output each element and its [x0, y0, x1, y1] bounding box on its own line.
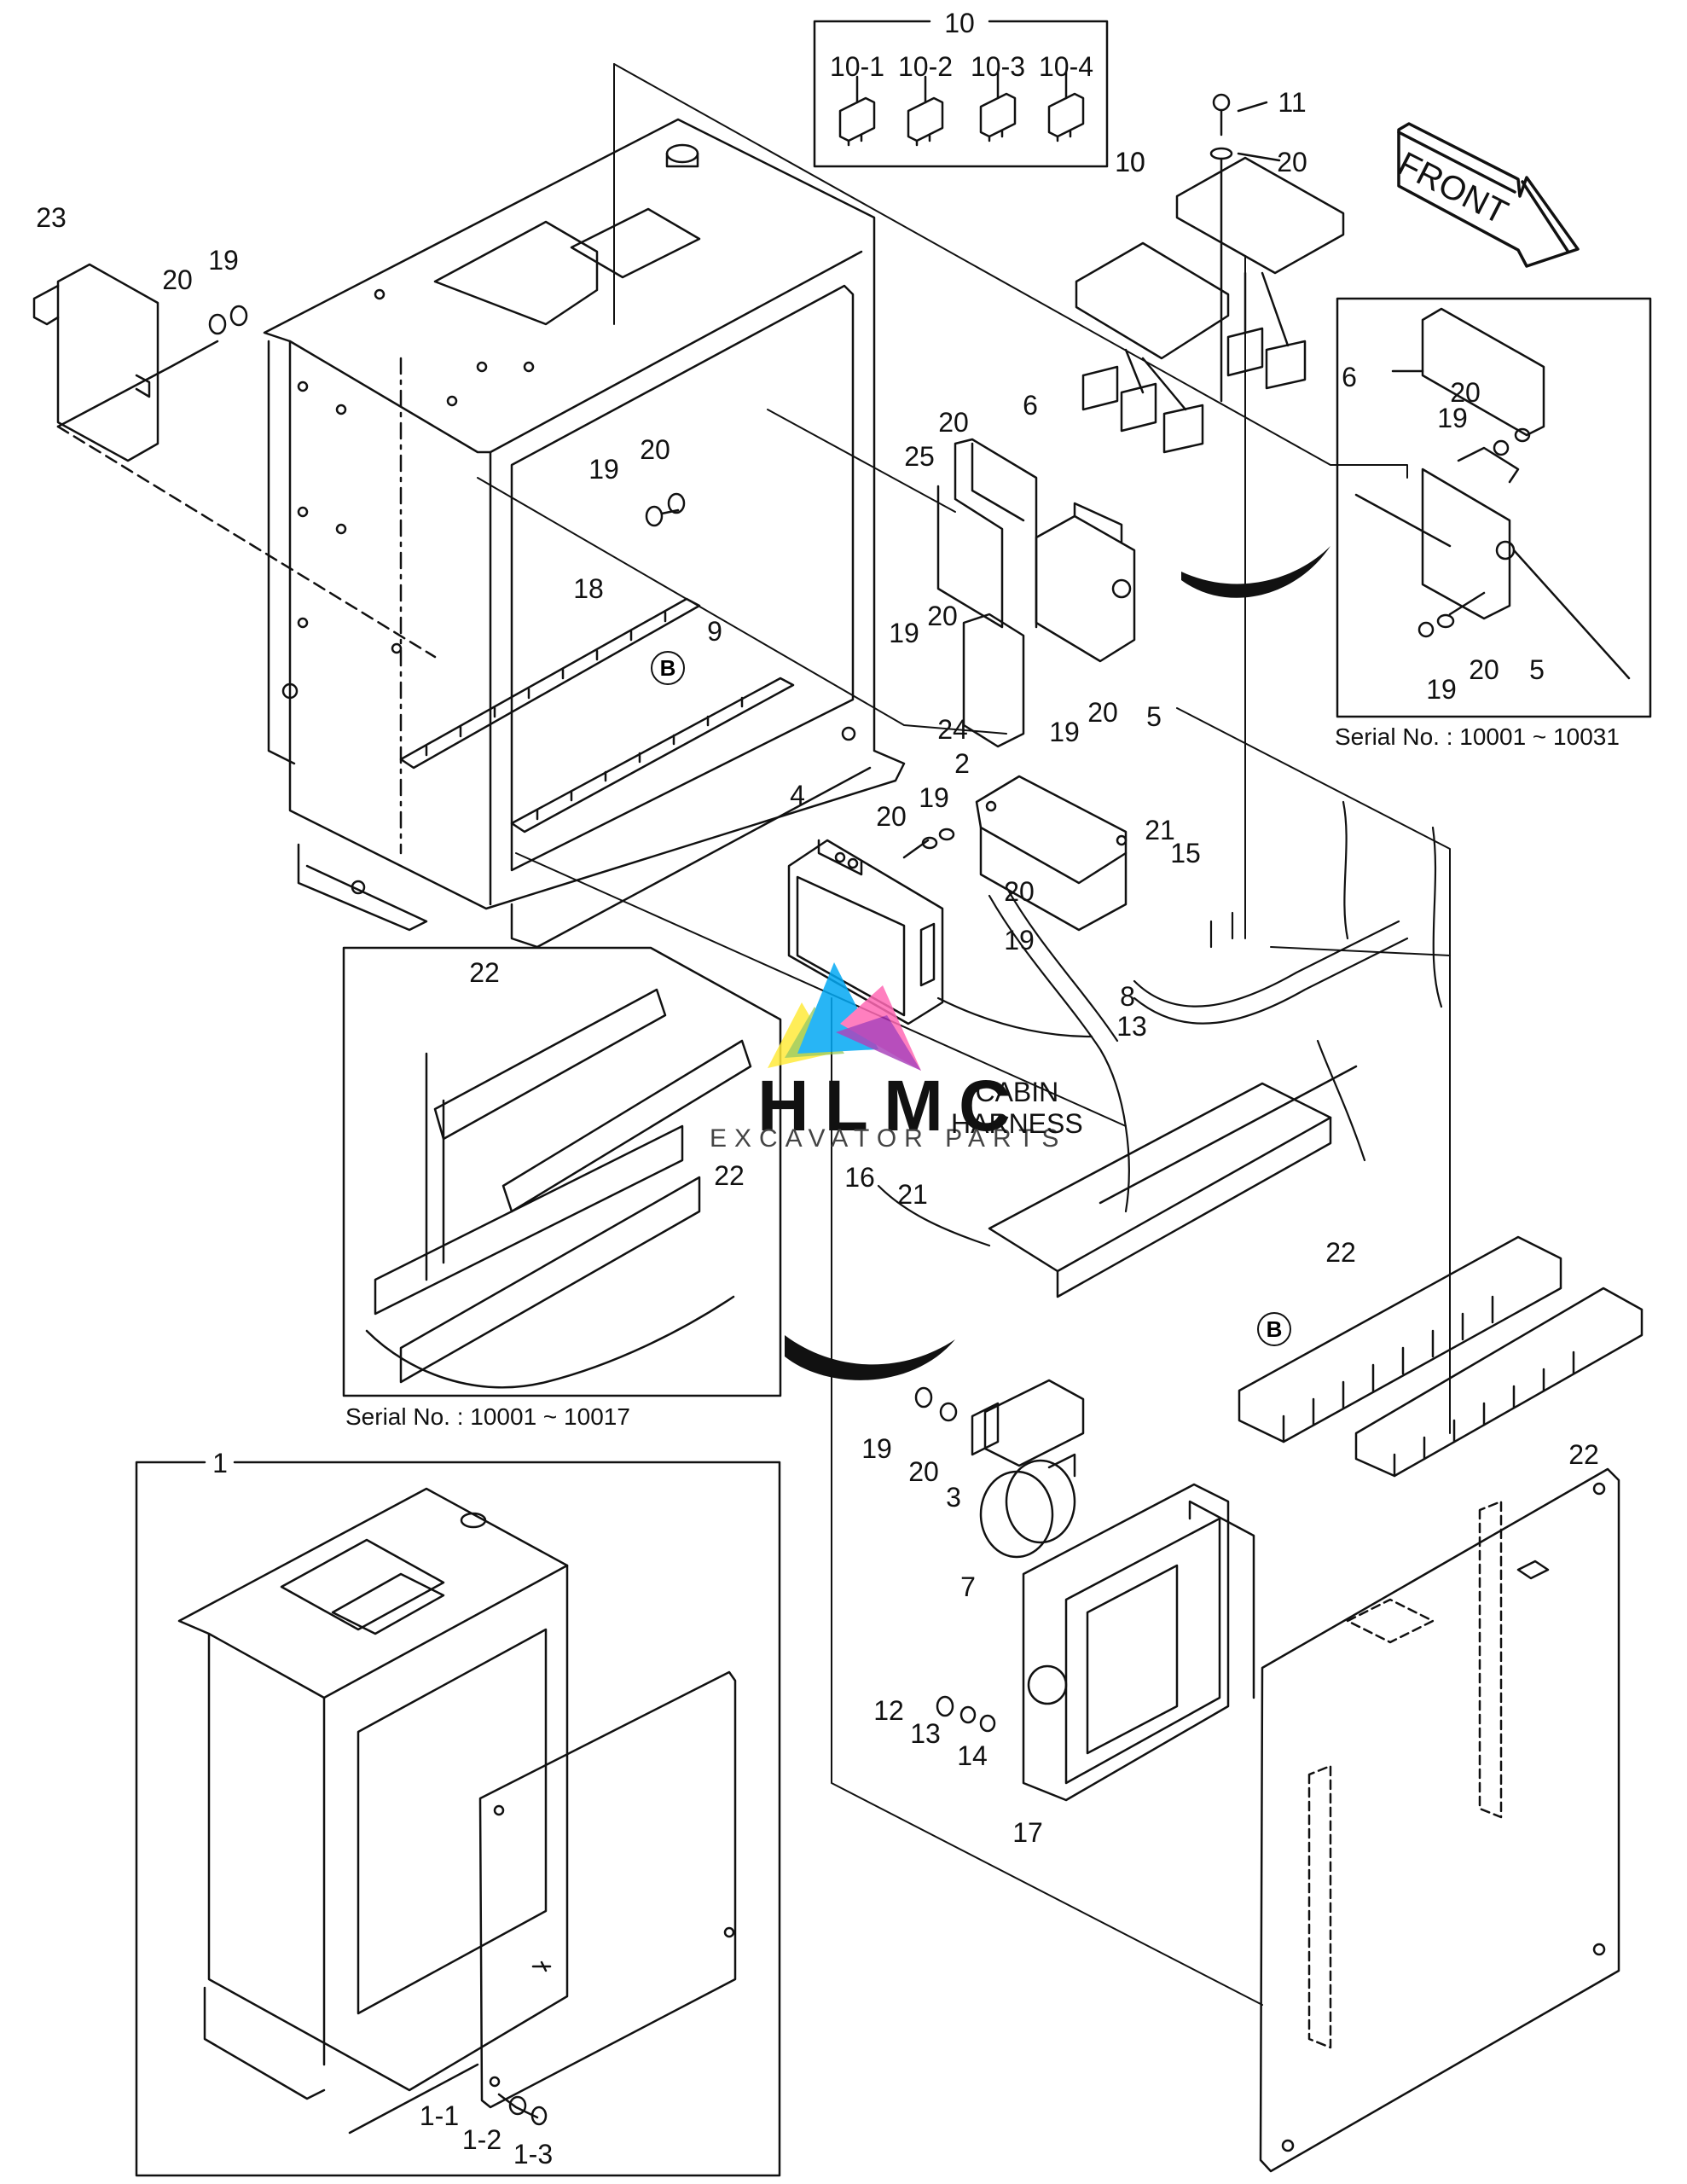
cabin-harness	[877, 800, 1443, 1247]
controller-unit-4	[787, 828, 955, 1025]
fuse-item-label: 10-1	[829, 51, 885, 82]
cabin-harness-label: CABIN HARNESS	[951, 1077, 1083, 1140]
callout-c16: 16	[844, 1162, 875, 1193]
callout-c23: 23	[36, 202, 67, 233]
callout-c9: 9	[707, 616, 722, 647]
relay-bank-22-lower	[1354, 1287, 1644, 1478]
callout-c13b: 13	[910, 1718, 941, 1749]
reference-marker-b: B	[1257, 1312, 1291, 1346]
relay-rail-9	[510, 677, 795, 834]
callout-c20b: 20	[162, 264, 193, 295]
fuse-kit-inset-frame	[813, 20, 1109, 168]
callout-c3: 3	[946, 1482, 961, 1513]
callout-c19f: 19	[1004, 925, 1035, 956]
callout-c19g: 19	[861, 1433, 892, 1464]
callout-c6b: 6	[1342, 362, 1357, 392]
callout-c12: 12	[873, 1695, 904, 1726]
callout-c19h: 19	[1437, 403, 1468, 433]
relay-bank-22-upper	[1238, 1235, 1562, 1443]
relay-3	[914, 1379, 1085, 1467]
bracket-24	[962, 613, 1025, 748]
relay-bracket-inset-frame	[1336, 297, 1652, 718]
callout-c11: 11	[1278, 87, 1307, 118]
callout-c25: 25	[904, 441, 935, 472]
relay-unit-5	[1035, 502, 1136, 663]
callout-c19d: 19	[1049, 717, 1080, 747]
callout-c7: 7	[960, 1571, 976, 1602]
callout-c19e: 19	[919, 782, 949, 813]
serial-number-10031: Serial No. : 10001 ~ 10031	[1335, 723, 1620, 750]
callout-c19i: 19	[1426, 674, 1457, 705]
callout-c21b: 21	[897, 1179, 928, 1210]
electrical-box-housing	[263, 118, 906, 949]
box-item-label: 1-2	[461, 2124, 502, 2155]
cabin-harness-label-line2: HARNESS	[951, 1107, 1083, 1139]
swoosh-arrows	[785, 546, 1330, 1380]
box-item-label: 1-3	[513, 2139, 554, 2169]
cabin-harness-label-line1: CABIN	[975, 1077, 1059, 1107]
fuse-box-assembly	[1075, 93, 1345, 454]
fuse-item-label: 10-2	[897, 51, 954, 82]
callout-c20h: 20	[1004, 876, 1035, 907]
callout-c19a: 19	[208, 245, 239, 276]
callout-c18: 18	[573, 573, 604, 604]
box-assembly-title: 1	[212, 1448, 228, 1478]
callout-c4: 4	[790, 780, 805, 810]
callout-c5b: 5	[1529, 654, 1545, 685]
cover-23	[32, 263, 159, 462]
relay-bracket-6	[936, 438, 1038, 629]
callout-c20f: 20	[1087, 697, 1118, 728]
serial-number-10017: Serial No. : 10001 ~ 10017	[345, 1403, 630, 1430]
callout-c6a: 6	[1023, 390, 1038, 421]
callout-c22a: 22	[469, 957, 500, 988]
fuse-item-label: 10-3	[970, 51, 1026, 82]
callout-c20j: 20	[1450, 377, 1481, 408]
harness-relay-blocks	[988, 1065, 1358, 1298]
callout-c10b: 10	[1115, 147, 1145, 177]
callout-c2: 2	[954, 748, 970, 779]
callout-c20e: 20	[927, 601, 958, 631]
fuse-item-label: 10-4	[1038, 51, 1094, 82]
callout-c20k: 20	[1469, 654, 1499, 685]
front-arrow-icon	[1397, 122, 1580, 268]
callout-c22b: 22	[714, 1160, 745, 1191]
callout-c20d: 20	[640, 434, 670, 465]
box-item-label: 1-1	[419, 2100, 460, 2131]
callout-c20a: 20	[1277, 147, 1307, 177]
callout-c20g: 20	[876, 801, 907, 832]
callout-c10a: 10	[1115, 147, 1145, 177]
callout-c14: 14	[957, 1740, 988, 1771]
reference-marker-b: B	[651, 651, 685, 685]
mounting-plate	[1259, 1467, 1620, 2173]
callout-c13a: 13	[1116, 1011, 1147, 1042]
callout-c8: 8	[1120, 981, 1135, 1012]
callout-c17: 17	[1012, 1817, 1043, 1848]
callout-c21a: 21	[1145, 815, 1175, 845]
callout-c22c: 22	[1325, 1237, 1356, 1268]
callout-c20c: 20	[938, 407, 969, 438]
callout-c5a: 5	[1146, 701, 1162, 732]
fuse-icons	[838, 71, 1085, 147]
screw-washer-set	[56, 305, 686, 659]
controller-17	[936, 1483, 1255, 1802]
bracket-2	[975, 775, 1128, 932]
callout-c22d: 22	[1568, 1439, 1599, 1470]
buzzer-7	[979, 1453, 1076, 1559]
callout-c19b: 19	[588, 454, 619, 485]
watermark-title: HLMC	[757, 1066, 1026, 1146]
callout-c24: 24	[937, 714, 968, 745]
relay-rail-18	[399, 597, 701, 770]
callout-c19c: 19	[889, 618, 919, 648]
watermark-subtitle: EXCAVATOR PARTS	[710, 1124, 1067, 1153]
callout-c20i: 20	[908, 1456, 939, 1487]
fuse-kit-title: 10	[944, 8, 975, 38]
box-assembly-inset-frame	[135, 1461, 781, 2177]
watermark-logo-icon	[768, 962, 921, 1071]
callout-c15: 15	[1170, 838, 1201, 868]
relay-harness-inset-frame	[342, 946, 782, 1397]
